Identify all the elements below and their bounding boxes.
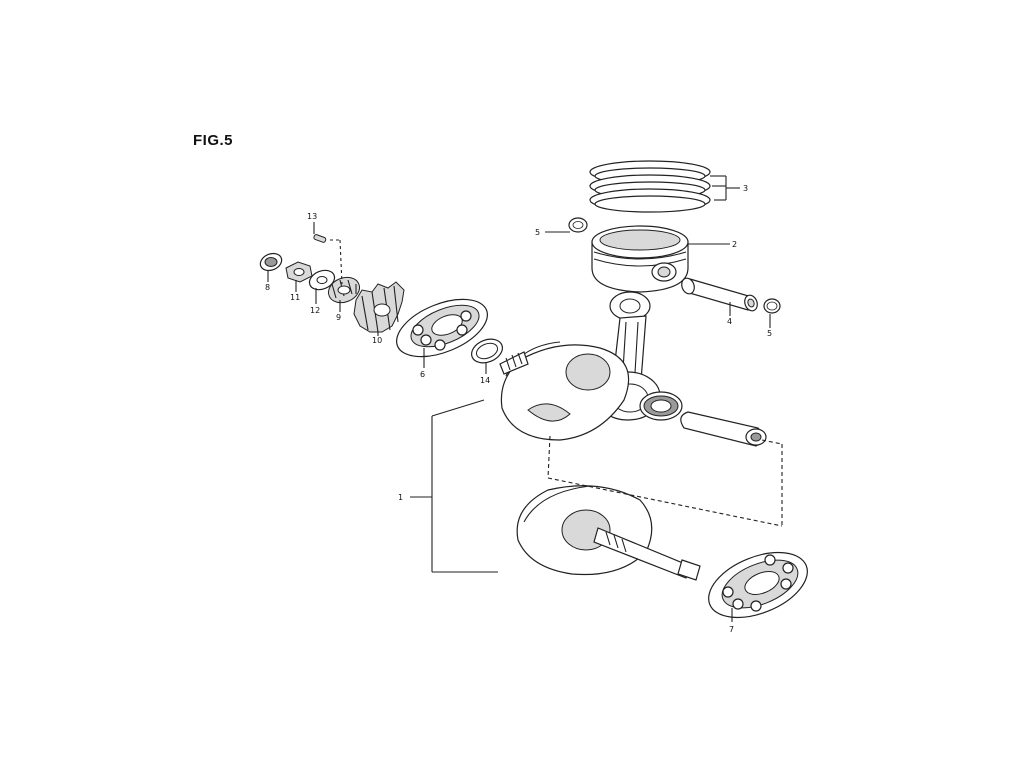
crankshaft-upper-half — [499, 341, 630, 441]
left-main-bearing — [395, 298, 489, 358]
callout-5-right: 5 — [767, 329, 772, 338]
crank-gear-small — [327, 276, 361, 304]
piston-pin-clip-left — [568, 217, 588, 233]
callout-12: 12 — [310, 306, 320, 315]
piston-rings — [589, 160, 711, 213]
callout-9: 9 — [336, 313, 341, 322]
callout-5-left: 5 — [535, 228, 540, 237]
piston — [591, 225, 689, 293]
shim-washer — [471, 338, 503, 364]
callout-13: 13 — [307, 212, 317, 221]
needle-bearing — [639, 391, 683, 421]
washer — [308, 269, 336, 291]
crank-gear-large — [353, 281, 405, 333]
nut — [285, 261, 313, 283]
callout-1: 1 — [398, 493, 403, 502]
callout-6: 6 — [420, 370, 425, 379]
crank-pin — [680, 411, 767, 447]
callout-11: 11 — [290, 293, 300, 302]
callout-3: 3 — [743, 184, 748, 193]
woodruff-key — [313, 234, 327, 243]
right-main-bearing — [708, 551, 808, 619]
callout-2: 2 — [732, 240, 737, 249]
callout-14: 14 — [480, 376, 490, 385]
leader-lines — [267, 175, 783, 622]
callout-8: 8 — [265, 283, 270, 292]
small-bearing — [259, 252, 283, 272]
figure-title: FIG.5 — [193, 132, 234, 149]
callout-labels: 1 2 3 4 5 5 6 7 8 9 10 11 12 13 14 — [265, 184, 772, 634]
callout-7: 7 — [729, 625, 734, 634]
piston-pin-clip-right — [763, 298, 781, 314]
callout-10: 10 — [372, 336, 382, 345]
crankshaft-lower-half — [516, 485, 701, 581]
callout-4: 4 — [727, 317, 732, 326]
piston-pin — [681, 277, 758, 312]
